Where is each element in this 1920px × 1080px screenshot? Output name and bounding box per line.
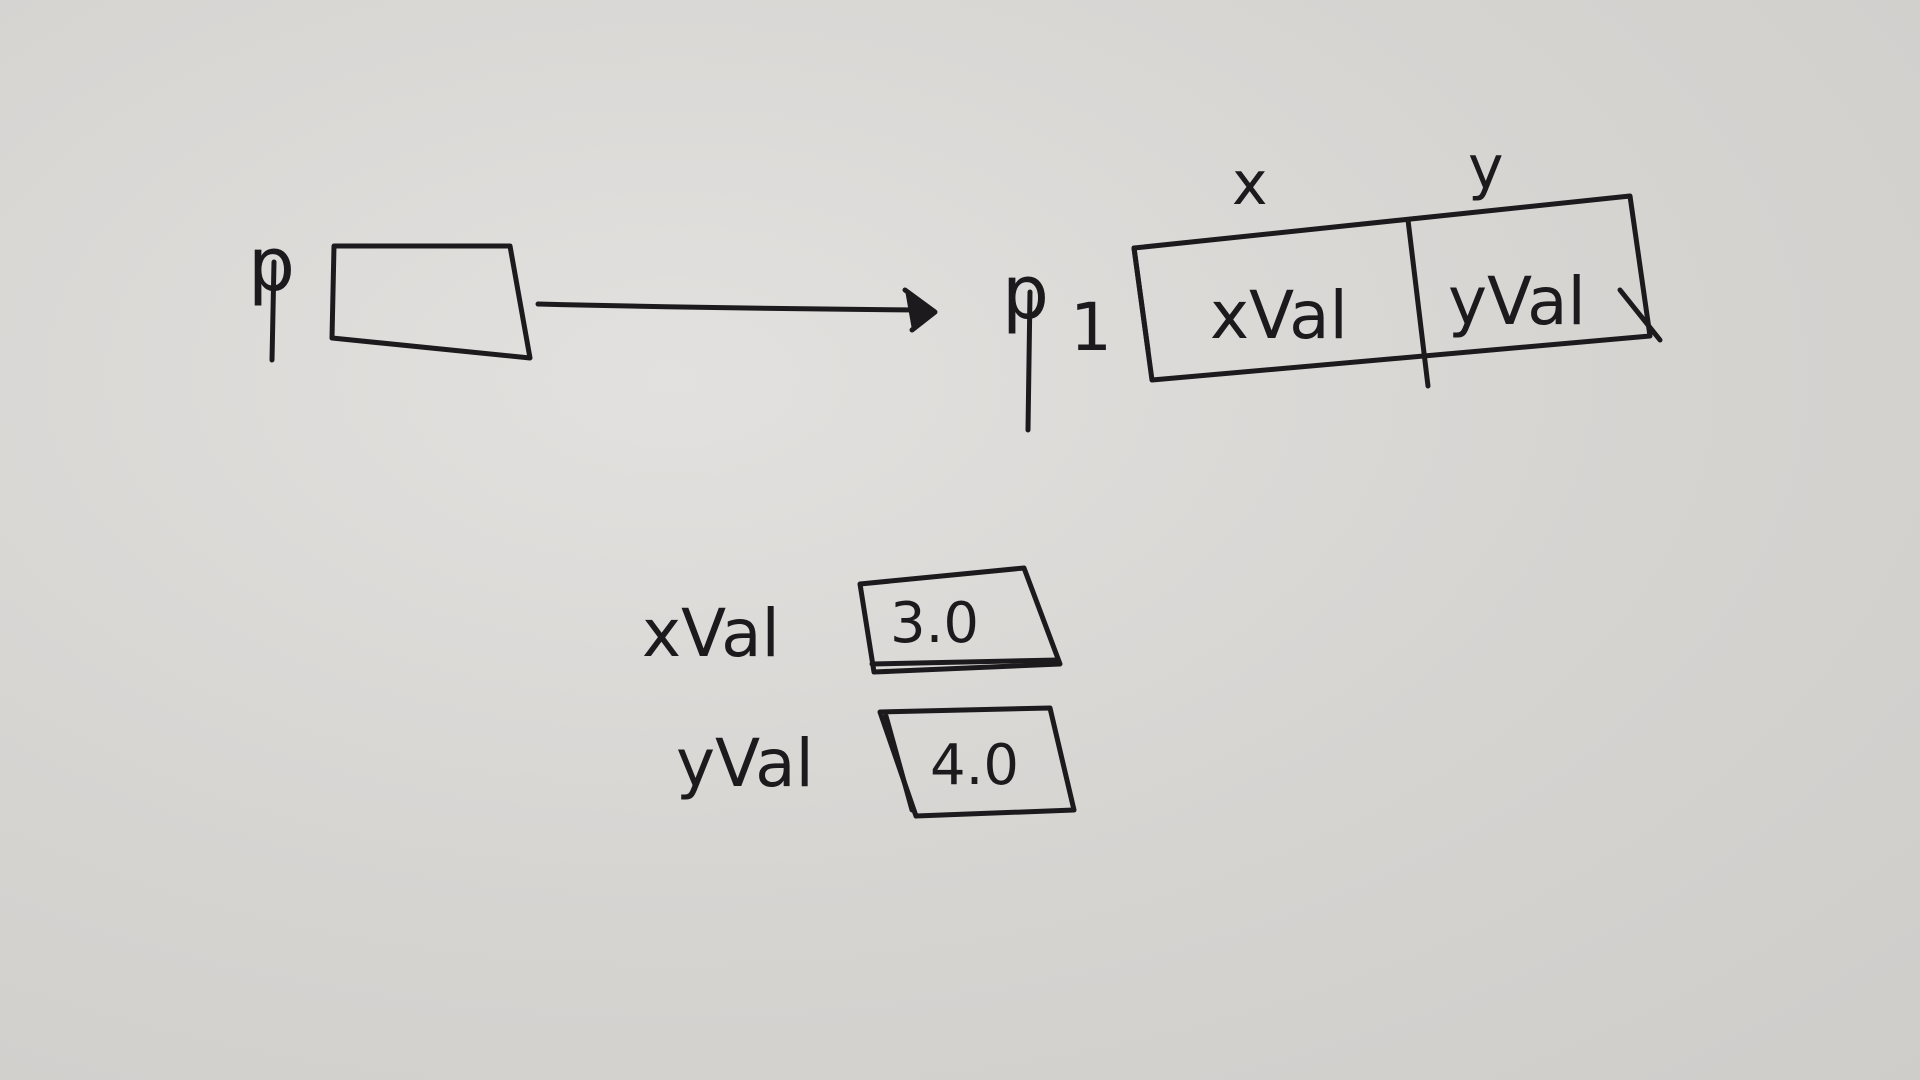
arrow-head [902,287,938,333]
pointer-p1-label: p [1002,250,1049,336]
variable-xval-box [857,565,1063,675]
struct-box [1131,193,1663,389]
pointer-box-empty [329,243,533,361]
arrow-pointer-to-struct [535,287,938,333]
struct-header-x: x [1232,149,1268,219]
variable-xval: xVal 3.0 [642,565,1063,675]
pointer-p1: p 1 [1002,250,1112,433]
variable-yval-box-left-edge [883,713,915,813]
variable-yval-value: 4.0 [930,733,1019,798]
pointer-p-left-stem [269,259,277,363]
pointer-p1-subscript: 1 [1070,289,1112,366]
variable-yval-name: yVal [676,725,814,802]
struct-corner-smudge [1617,287,1663,343]
struct-cell-y: yVal [1448,263,1586,340]
variable-xval-box-underline [869,657,1061,667]
pointer-p1-stem [1025,289,1033,433]
struct-header-y: y [1468,133,1504,203]
pointer-p-left: p [248,222,295,363]
arrow-shaft [535,301,923,313]
struct-left-inner-edge [1131,245,1151,353]
struct-divider [1405,217,1431,389]
variable-xval-name: xVal [642,595,780,672]
variable-yval: yVal 4.0 [676,705,1077,819]
struct-cell-x: xVal [1210,277,1348,354]
variable-xval-value: 3.0 [890,591,979,656]
